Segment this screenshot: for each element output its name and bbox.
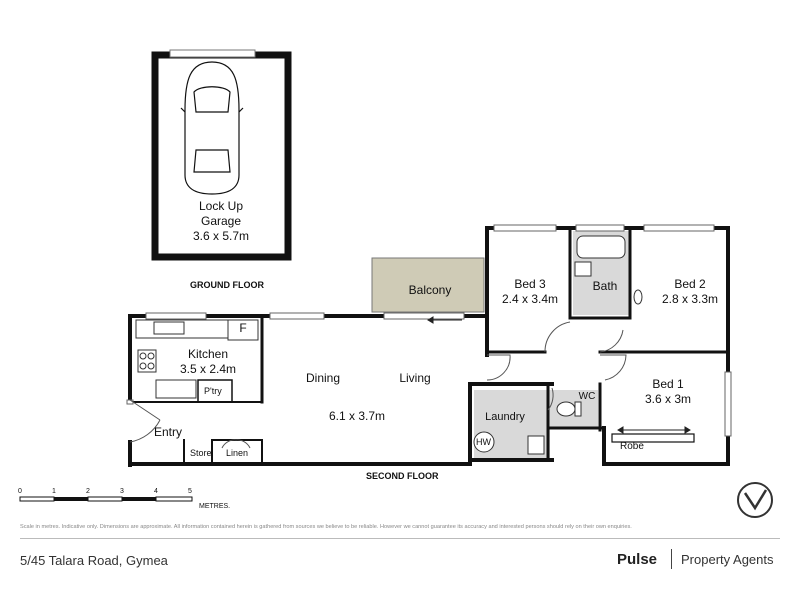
fridge-label: F — [239, 321, 247, 335]
bed1-size: 3.6 x 3m — [644, 392, 692, 406]
sliding-door-arrows — [427, 316, 691, 434]
bath-label: Bath — [592, 279, 618, 293]
door-swings — [129, 321, 627, 449]
bed3-label: Bed 3 2.4 x 3.4m — [494, 277, 566, 307]
agency-name: Property Agents — [681, 552, 774, 567]
garage-size: 3.6 x 5.7m — [192, 229, 250, 243]
scale-bar — [19, 496, 193, 502]
linen-label: Linen — [226, 448, 249, 458]
bath-basin — [633, 289, 643, 305]
balcony-fill — [371, 257, 485, 313]
living-size: 6.1 x 3.7m — [328, 409, 386, 423]
compass-icon — [737, 482, 773, 518]
garage-name2: Garage — [200, 214, 242, 228]
walls — [128, 226, 730, 467]
cooktop — [137, 349, 157, 373]
hot-water-unit — [473, 431, 495, 453]
bed3-name: Bed 3 — [514, 277, 546, 291]
bed2-label: Bed 2 2.8 x 3.3m — [654, 277, 726, 307]
hot-water-label: HW — [476, 437, 491, 447]
scale-tick-3: 3 — [120, 488, 124, 495]
balcony-label: Balcony — [408, 283, 452, 297]
scale-tick-5: 5 — [188, 488, 192, 495]
scale-tick-1: 1 — [52, 488, 56, 495]
pantry-label: P'try — [204, 386, 222, 396]
kitchen-size: 3.5 x 2.4m — [179, 362, 237, 376]
entry-label: Entry — [153, 425, 182, 439]
kitchen-name: Kitchen — [187, 347, 229, 361]
car-icon — [180, 61, 244, 195]
footer-divider — [20, 538, 780, 539]
windows — [126, 224, 732, 437]
ground-floor-heading: GROUND FLOOR — [190, 280, 264, 290]
sink — [153, 321, 185, 335]
scale-tick-0: 0 — [18, 488, 22, 495]
garage-name: Lock Up — [198, 199, 244, 213]
property-address: 5/45 Talara Road, Gymea — [20, 553, 168, 568]
toilet-icon — [556, 401, 576, 417]
store-label: Store — [190, 448, 212, 458]
disclaimer-text: Scale in metres. Indicative only. Dimens… — [20, 524, 632, 530]
scale-tick-4: 4 — [154, 488, 158, 495]
scale-tick-2: 2 — [86, 488, 90, 495]
laundry-label: Laundry — [485, 411, 525, 423]
vanity — [574, 261, 592, 277]
second-floor-heading: SECOND FLOOR — [366, 471, 439, 481]
living-label: Living — [399, 371, 431, 385]
agency-logo: Pulse — [617, 551, 658, 568]
brand-divider — [671, 549, 672, 569]
scale-unit: METRES. — [199, 503, 231, 510]
laundry-tub — [527, 435, 545, 455]
bed3-size: 2.4 x 3.4m — [501, 292, 559, 306]
dining-label: Dining — [305, 371, 341, 385]
fridge-space — [227, 319, 259, 341]
bed1-label: Bed 1 3.6 x 3m — [634, 377, 702, 407]
garage — [151, 49, 292, 261]
fixtures — [135, 235, 643, 455]
garage-label: Lock Up Garage 3.6 x 5.7m — [186, 199, 256, 244]
bed1-name: Bed 1 — [652, 377, 684, 391]
bed2-name: Bed 2 — [674, 277, 706, 291]
bathtub — [576, 235, 626, 259]
wc-label: WC — [578, 391, 596, 402]
bed2-size: 2.8 x 3.3m — [661, 292, 719, 306]
robe-label: Robe — [620, 441, 644, 452]
kitchen-label: Kitchen 3.5 x 2.4m — [176, 347, 240, 377]
